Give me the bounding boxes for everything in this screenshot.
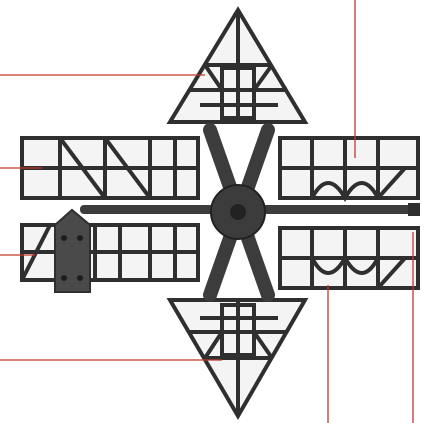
upper-right-panel	[280, 138, 418, 198]
upper-left-panel	[22, 138, 198, 198]
top-triangle-panel	[170, 10, 305, 122]
bottom-triangle-panel	[170, 300, 305, 416]
hinge-bracket	[55, 210, 90, 292]
central-hub	[211, 185, 265, 239]
lower-left-panel	[22, 225, 198, 280]
lower-right-panel	[280, 228, 418, 288]
